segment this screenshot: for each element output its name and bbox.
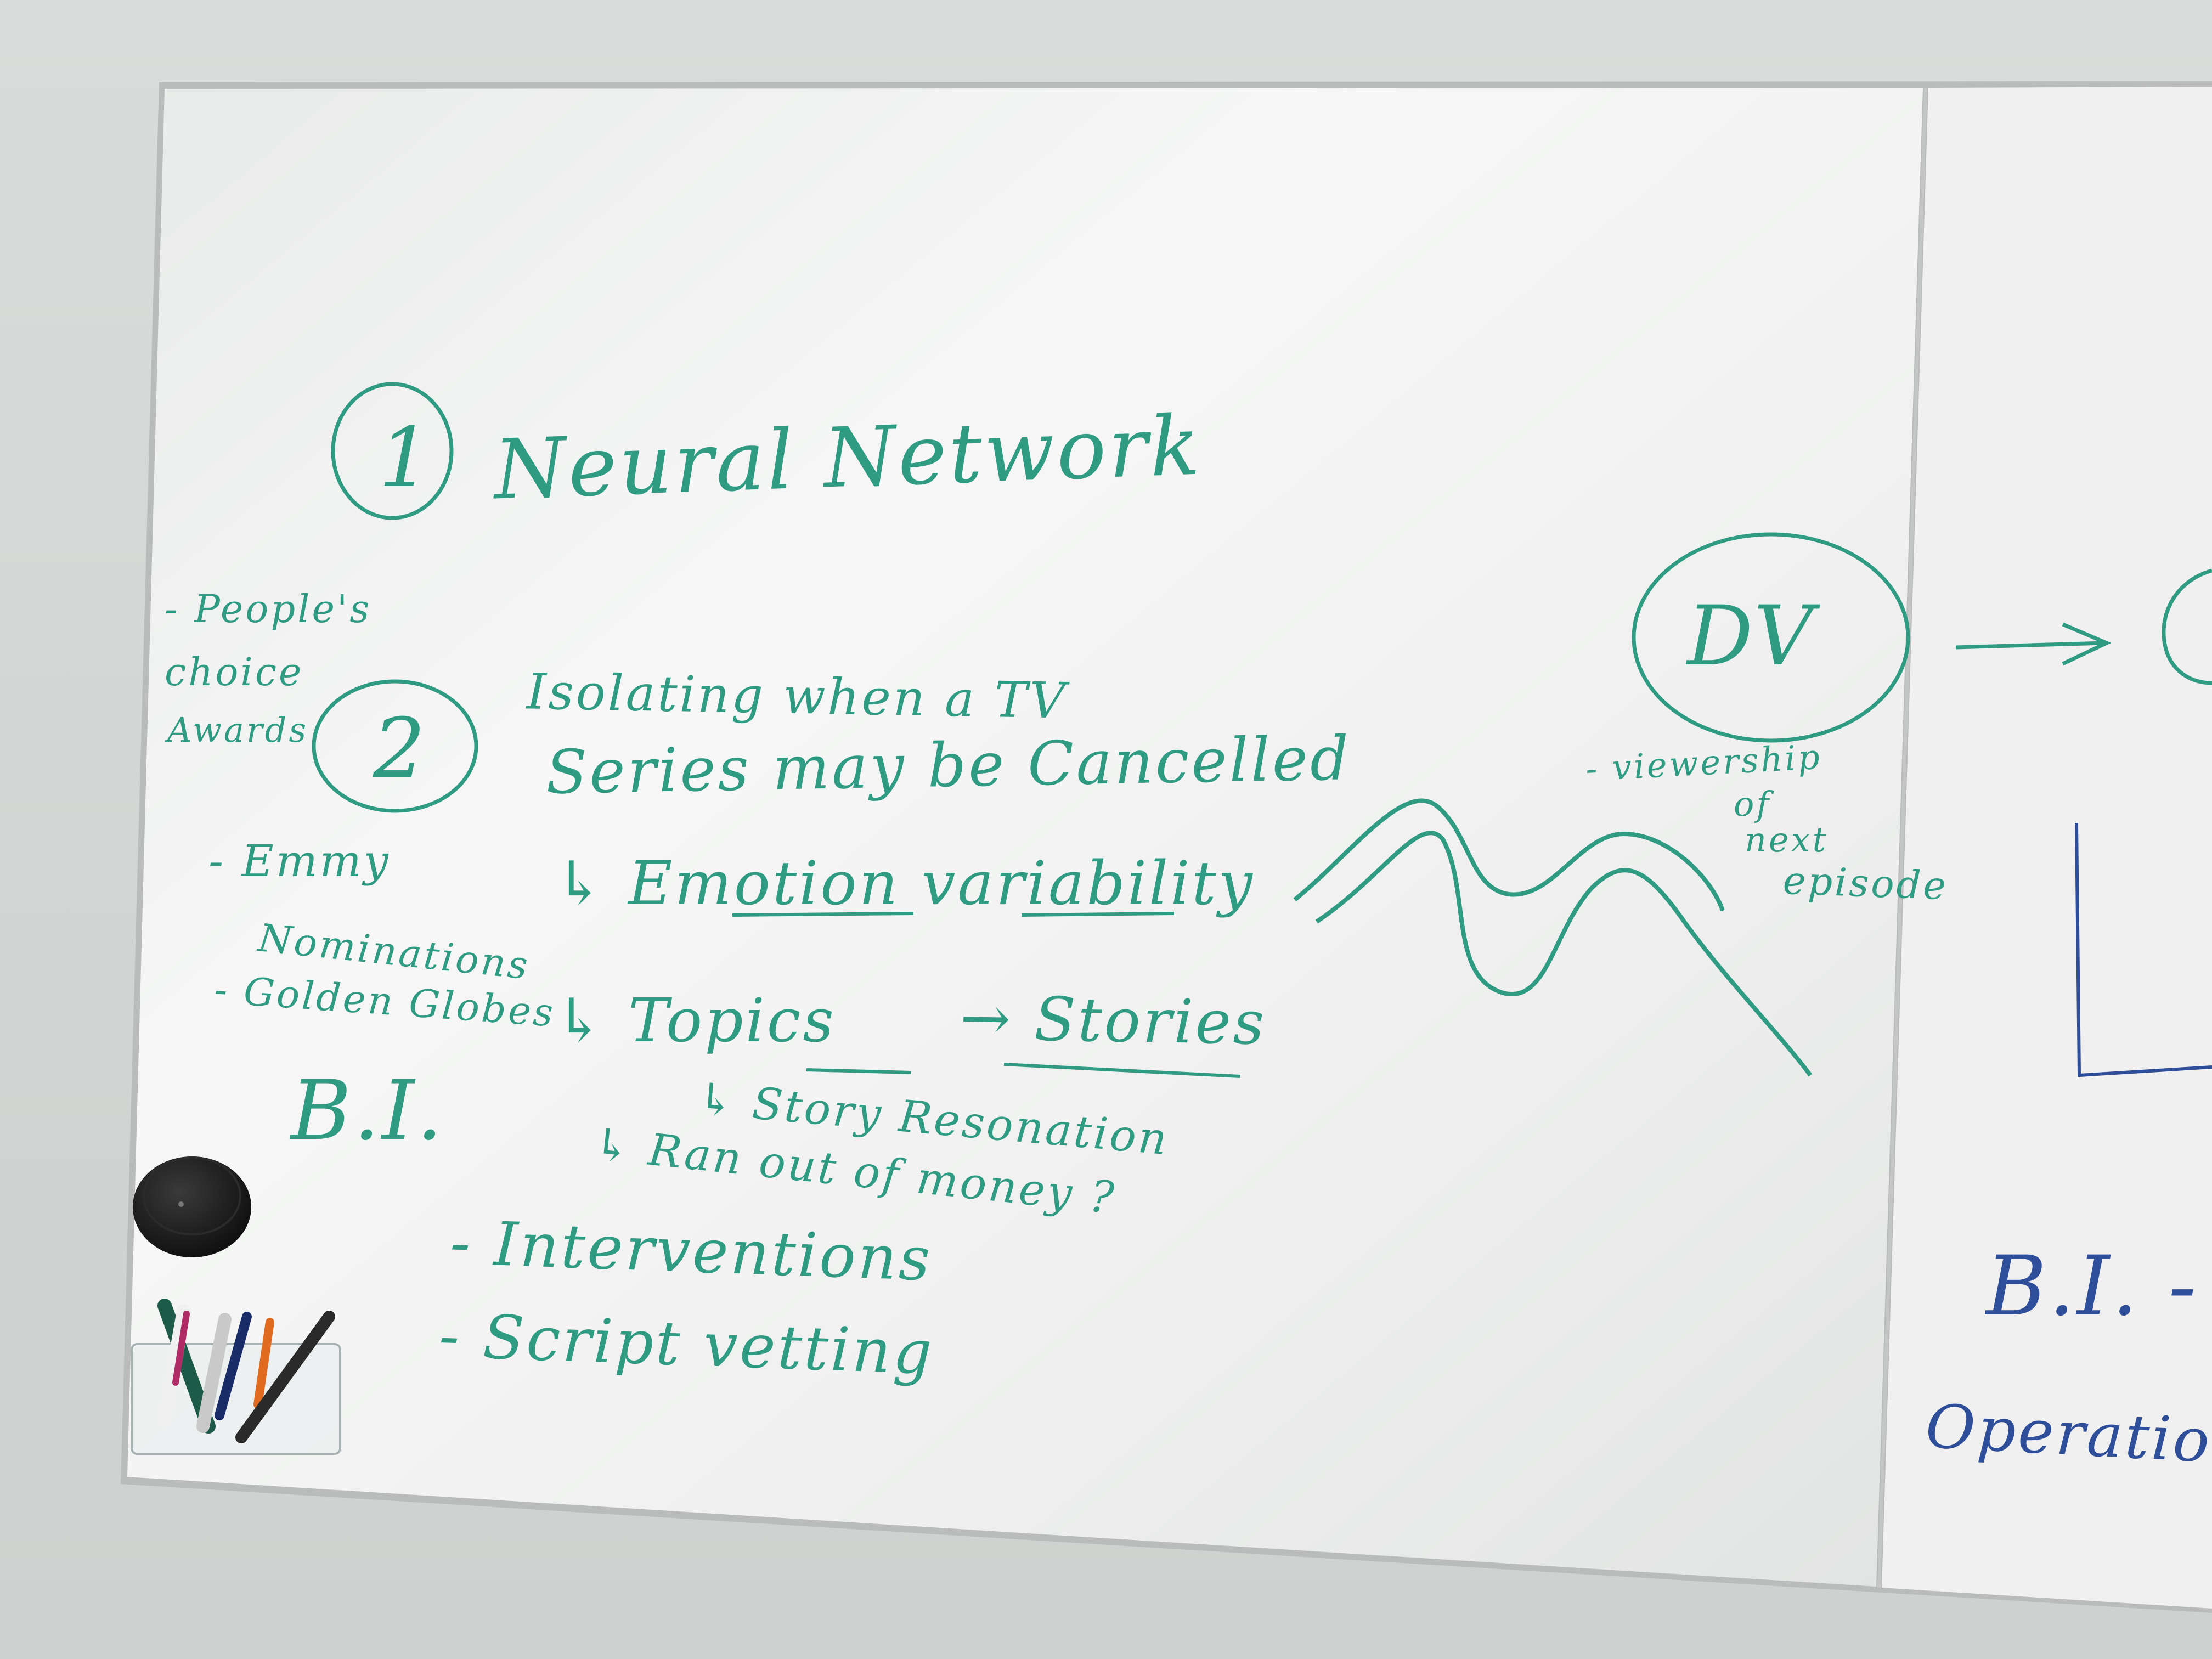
partial-circle-right	[2162, 568, 2212, 685]
side-note-awards: Awards	[167, 710, 309, 750]
magnet-puck	[133, 1156, 251, 1257]
board-right-panel	[1882, 87, 2212, 1609]
item-1-number: 1	[379, 410, 433, 506]
side-note-emmy: - Emmy	[208, 836, 391, 887]
wave-sketch	[1293, 798, 1725, 912]
circle-dv	[1632, 532, 1910, 743]
dv-note-next: next	[1745, 820, 1829, 860]
topic-line-1: Isolating when a TV	[526, 663, 1068, 730]
branch-topics: ↳ Topics	[554, 985, 836, 1056]
underline-emotion	[732, 912, 914, 917]
item-2-number: 2	[373, 701, 428, 797]
dv-arrow-shaft	[1955, 641, 2104, 650]
bi-label: B.I.	[291, 1063, 445, 1159]
underline-topics	[806, 1068, 911, 1074]
topic-line-2: Series may be Cancelled	[545, 723, 1352, 808]
side-note-choice: choice	[165, 650, 304, 695]
dv-arrow-head	[2062, 622, 2112, 666]
dv-label: DV	[1687, 589, 1815, 684]
interventions: - Interventions	[449, 1207, 934, 1295]
circle-2	[312, 679, 478, 813]
arrow-stories: → Stories	[959, 983, 1267, 1058]
dv-note-episode: episode	[1782, 857, 1949, 909]
right-panel-bracket	[2075, 822, 2212, 1077]
neural-network-title: Neural Network	[492, 398, 1204, 518]
underline-variability	[1021, 912, 1175, 917]
right-operation-label: Operation	[1924, 1391, 2212, 1479]
marker-holder	[131, 1299, 341, 1455]
side-note-peoples: - People's	[165, 586, 372, 631]
right-bi-label: B.I. -	[1986, 1239, 2199, 1334]
branch-emotion-variability: ↳ Emotion variability	[554, 848, 1255, 918]
script-vetting: - Script vetting	[438, 1300, 935, 1388]
wave-sketch-lower	[1315, 831, 1813, 1077]
panel-seam	[1877, 87, 1927, 1588]
dv-note-of: of	[1734, 784, 1771, 824]
circle-1	[331, 382, 454, 520]
board-left-panel	[127, 88, 1923, 1587]
underline-stories	[1003, 1063, 1240, 1078]
